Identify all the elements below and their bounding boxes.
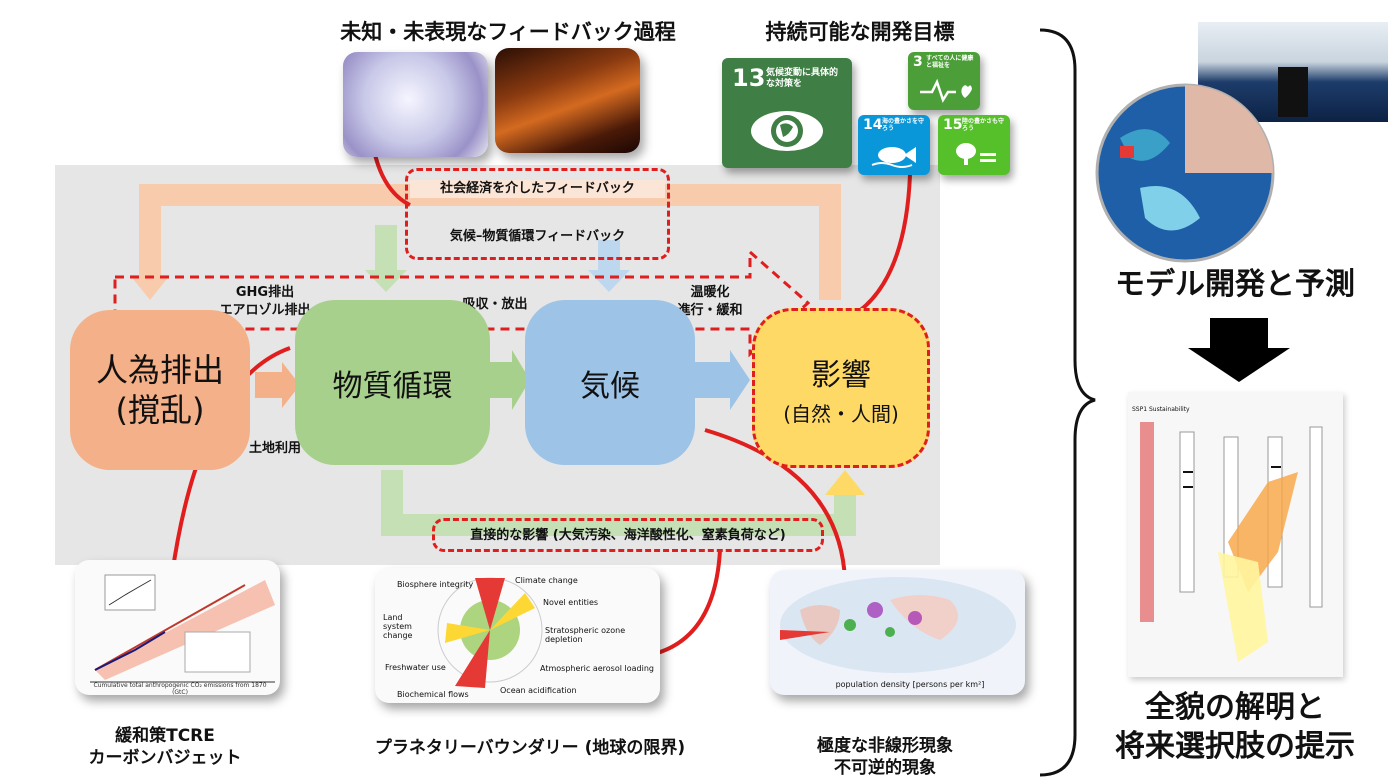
tcre-xlabel: Cumulative total anthropogenic CO₂ emiss… <box>93 682 267 695</box>
world-map-image: population density [persons per km²] <box>770 570 1025 695</box>
sdg-title: 持続可能な開発目標 <box>765 20 955 44</box>
warming-label: 温暖化 進行・緩和 <box>660 284 760 319</box>
sdg-3-text: すべての人に健康と福祉を <box>926 55 974 69</box>
feedback-box <box>405 168 670 260</box>
absorb-release-label: 吸収・放出 <box>462 297 528 312</box>
sdg-13-text: 気候変動に具体的な対策を <box>766 68 839 89</box>
sdg-14-text: 海の豊かさを守ろう <box>882 118 925 132</box>
sdg-3-icon: 3 すべての人に健康と福祉を <box>908 52 980 110</box>
ssp-scenario-graphic <box>1140 422 1323 662</box>
sdg-15-text: 陸の豊かさも守ろう <box>962 118 1005 132</box>
ghg-emission-label: GHG排出 エアロゾル排出 <box>190 284 340 319</box>
sdg-15-number: 15 <box>943 117 963 133</box>
pb-label-biochemical: Biochemical flows <box>397 690 469 699</box>
pb-label-ocean: Ocean acidification <box>500 686 577 695</box>
eye-globe-icon <box>751 111 823 151</box>
sdg-3-number: 3 <box>913 54 923 70</box>
material-cycle-label: 物質循環 <box>332 368 453 404</box>
sdg-15-icon: 15 陸の豊かさも守ろう <box>938 115 1010 175</box>
result-line2: 将来選択肢の提示 <box>1115 729 1355 764</box>
heartbeat-icon <box>920 78 972 103</box>
tcre-chart-image: Cumulative total anthropogenic CO₂ emiss… <box>75 560 280 695</box>
nonlinear-caption-line1: 極度な非線形現象 <box>817 736 953 756</box>
climate-label: 気候 <box>580 368 640 404</box>
climate-to-impact-arrow <box>695 350 750 410</box>
world-map-graphic <box>780 577 1016 673</box>
prediction-arrow <box>1188 318 1290 382</box>
pb-label-climate: Climate change <box>515 576 578 585</box>
pb-label-novel: Novel entities <box>543 598 599 607</box>
result-summary: 全貌の解明と 将来選択肢の提示 <box>1085 688 1385 766</box>
ssp-scenario-image: SSP1 Sustainability <box>1128 392 1343 677</box>
material-cycle-box: 物質循環 <box>295 300 490 465</box>
unknown-feedback-title: 未知・未表現なフィードバック過程 <box>340 20 676 44</box>
connector-planetary <box>649 549 722 657</box>
fish-icon <box>871 147 916 168</box>
impact-title: 影響 <box>811 357 871 393</box>
matter-to-climate-arrow <box>490 350 530 410</box>
feedback-loop-arrowhead <box>130 275 170 300</box>
human-emission-line1: 人為排出 <box>95 351 224 389</box>
sdg-13-number: 13 <box>732 64 766 92</box>
impact-subtitle: (自然・人間) <box>783 401 899 426</box>
earth-model-globe <box>1095 83 1275 263</box>
pb-label-biosphere: Biosphere integrity <box>397 580 474 589</box>
planetary-caption: プラネタリーバウンダリー (地球の限界) <box>374 738 686 758</box>
right-brace <box>1039 28 1096 777</box>
planetary-boundary-graphic <box>437 577 543 688</box>
nonlinear-caption: 極度な非線形現象 不可逆的現象 <box>765 735 1005 779</box>
human-to-matter-arrow <box>255 362 300 408</box>
arctic-sea-ice-image <box>343 52 488 157</box>
pb-label-land: Land system change <box>383 613 413 640</box>
direct-impact-arrow <box>381 470 856 536</box>
warming-line2: 進行・緩和 <box>677 302 743 318</box>
planetary-boundary-image: Climate change Novel entities Stratosphe… <box>375 568 660 703</box>
sdg-13-icon: 13 気候変動に具体的な対策を <box>722 58 852 168</box>
warming-line1: 温暖化 <box>690 285 730 300</box>
pb-label-ozone: Stratospheric ozone depletion <box>545 626 626 644</box>
connector-sdg <box>844 174 912 322</box>
nonlinear-caption-line2: 不可逆的現象 <box>834 758 936 779</box>
tcre-caption-line1: 緩和策TCRE <box>115 726 215 746</box>
result-line1: 全貌の解明と <box>1145 690 1325 725</box>
sdg-14-number: 14 <box>863 117 883 133</box>
map-legend: population density [persons per km²] <box>835 680 985 689</box>
ssp1-label: SSP1 Sustainability <box>1132 406 1190 413</box>
climate-box: 気候 <box>525 300 695 465</box>
model-development-title: モデル開発と予測 <box>1115 267 1355 302</box>
wildfire-image <box>495 48 640 153</box>
tree-icon <box>956 143 996 165</box>
climate-carbon-feedback-label: 気候–物質循環フィードバック <box>449 229 626 244</box>
pb-label-aerosol: Atmospheric aerosol loading <box>540 664 654 673</box>
human-emission-box: 人為排出 (撹乱) <box>70 310 250 470</box>
socioeconomic-feedback-label: 社会経済を介したフィードバック <box>410 180 665 198</box>
human-emission-line2: (撹乱) <box>115 391 205 429</box>
tcre-caption: 緩和策TCRE カーボンバジェット <box>40 725 290 769</box>
tcre-caption-line2: カーボンバジェット <box>88 748 242 769</box>
impact-box: 影響 (自然・人間) <box>752 308 930 468</box>
sdg-14-icon: 14 海の豊かさを守ろう <box>858 115 930 175</box>
tcre-chart-graphic <box>90 574 275 683</box>
connector-nonlinear <box>704 428 847 581</box>
ghg-emission-line1: GHG排出 <box>235 285 295 300</box>
pb-label-freshwater: Freshwater use <box>385 663 446 672</box>
direct-impact-label: 直接的な影響 (大気汚染、海洋酸性化、窒素負荷など) <box>432 518 824 552</box>
land-use-label: 土地利用 <box>248 441 301 456</box>
green-down-arrow <box>375 225 397 275</box>
ghg-emission-line2: エアロゾル排出 <box>219 302 311 318</box>
